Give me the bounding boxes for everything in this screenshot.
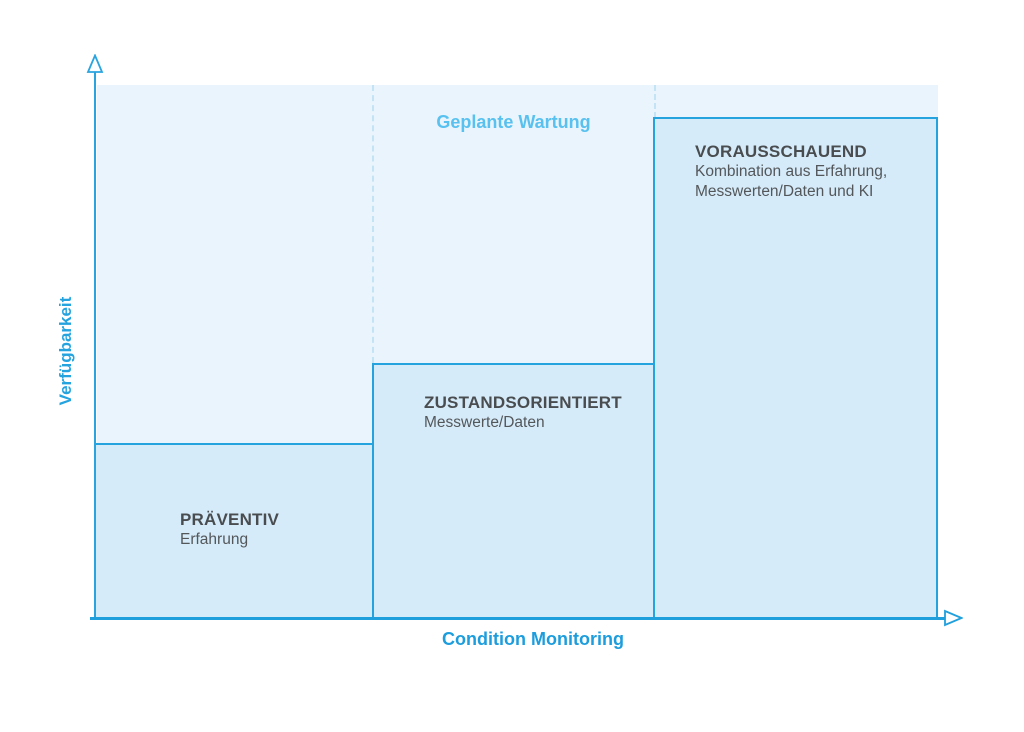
bar-subtitle: Kombination aus Erfahrung, (695, 163, 888, 180)
bar-text-block: PRÄVENTIV Erfahrung (96, 445, 372, 550)
y-axis-label: Verfügbarkeit (56, 296, 75, 406)
y-axis-arrow-icon (86, 54, 104, 73)
x-axis-arrow-icon (944, 609, 963, 627)
bar-subtitle: Erfahrung (180, 531, 249, 548)
bar-text-block: VORAUSSCHAUEND Kombination aus Erfahrung… (655, 119, 936, 202)
bar-title: ZUSTANDSORIENTIERT (424, 393, 622, 412)
dashed-divider-1 (372, 85, 374, 363)
bar-title: PRÄVENTIV (180, 510, 280, 529)
x-axis-line (90, 617, 946, 620)
bar-zustandsorientiert: ZUSTANDSORIENTIERT Messwerte/Daten (372, 363, 655, 619)
dashed-divider-2 (654, 85, 656, 118)
zone-label: Geplante Wartung (436, 112, 591, 132)
bar-praeventiv: PRÄVENTIV Erfahrung (94, 443, 374, 619)
bar-vorausschauend: VORAUSSCHAUEND Kombination aus Erfahrung… (653, 117, 938, 619)
bar-subtitle: Messwerte/Daten (424, 414, 545, 431)
x-axis-label: Condition Monitoring (442, 629, 624, 649)
y-axis-line (94, 63, 96, 620)
bar-title: VORAUSSCHAUEND (695, 142, 867, 161)
bar-text-block: ZUSTANDSORIENTIERT Messwerte/Daten (374, 365, 653, 433)
bar-subtitle: Messwerten/Daten und KI (695, 183, 874, 200)
